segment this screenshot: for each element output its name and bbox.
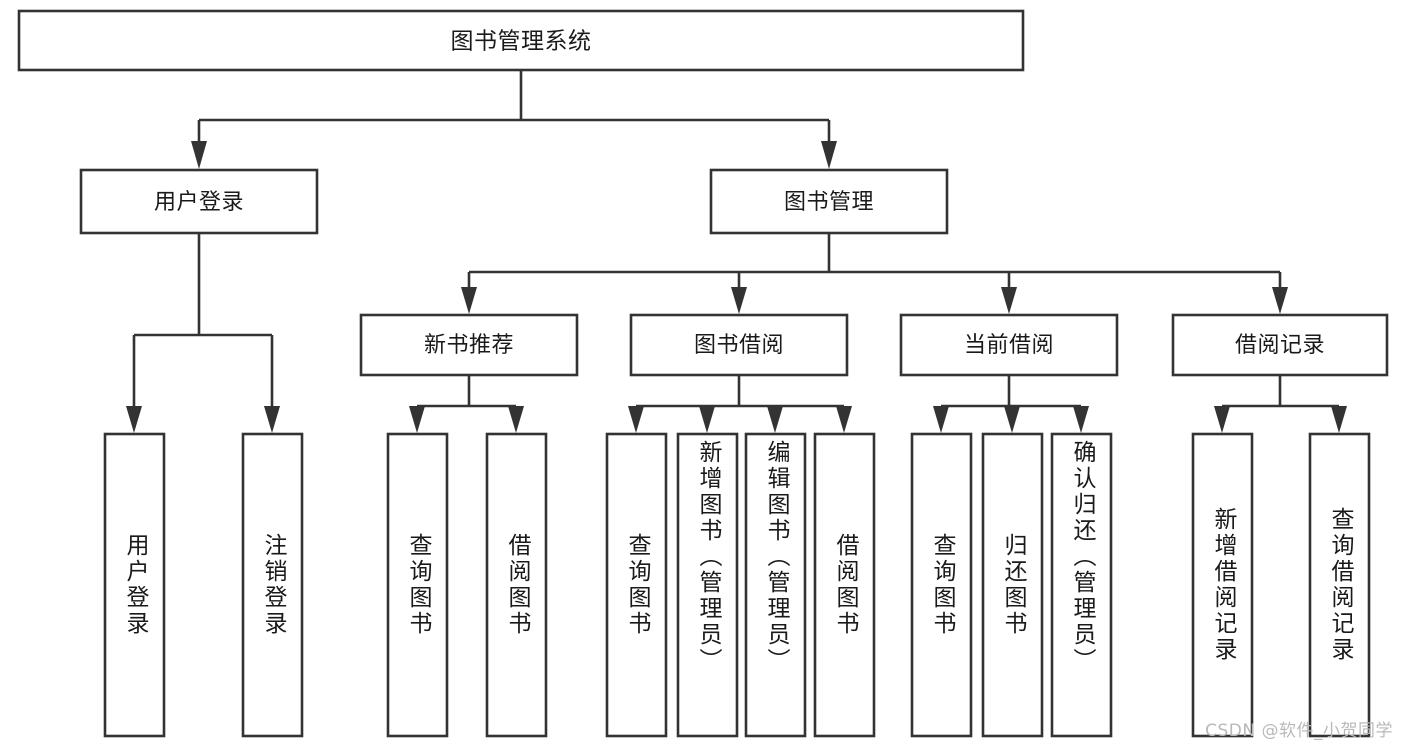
node-box-leaf-add-book[interactable] xyxy=(676,432,739,738)
arrow-to-book-manage xyxy=(821,141,837,169)
node-box-leaf-user-login[interactable] xyxy=(103,432,166,738)
node-box-new-book-rec[interactable] xyxy=(359,313,579,377)
node-label-borrow-record: 借阅记录 xyxy=(1235,333,1325,358)
node-box-root[interactable] xyxy=(17,9,1025,72)
arrow-to-leaf-borrow-book-2 xyxy=(836,406,852,433)
node-book-management-system[interactable]: 图书管理系统 xyxy=(17,9,1025,72)
node-book-manage[interactable]: 图书管理 xyxy=(709,168,949,235)
node-box-leaf-borrow-book-2[interactable] xyxy=(813,432,876,738)
arrow-to-leaf-query-book-3 xyxy=(933,406,949,433)
arrow-to-leaf-query-book-1 xyxy=(409,406,425,433)
node-box-leaf-logout[interactable] xyxy=(241,432,304,738)
arrow-to-leaf-borrow-book-1 xyxy=(508,406,524,433)
arrow-to-leaf-query-book-2 xyxy=(628,406,644,433)
node-box-leaf-query-book-1[interactable] xyxy=(386,432,449,738)
node-box-leaf-borrow-book-1[interactable] xyxy=(485,432,548,738)
node-label-new-book-rec: 新书推荐 xyxy=(424,333,514,358)
node-book-borrow[interactable]: 图书借阅 xyxy=(629,313,849,377)
arrow-to-leaf-query-record xyxy=(1331,406,1347,433)
node-label-user-login: 用户登录 xyxy=(154,190,244,215)
node-box-borrow-record[interactable] xyxy=(1171,313,1389,377)
nodes-layer: 图书管理系统 用户登录 图书管理 新书推荐 图书借阅 当前 xyxy=(17,9,1389,738)
node-label-root: 图书管理系统 xyxy=(451,29,592,55)
node-user-login[interactable]: 用户登录 xyxy=(79,168,319,235)
node-current-borrow[interactable]: 当前借阅 xyxy=(899,313,1119,377)
node-box-leaf-query-book-3[interactable] xyxy=(910,432,973,738)
node-box-book-borrow[interactable] xyxy=(629,313,849,377)
node-box-leaf-edit-book[interactable] xyxy=(744,432,807,738)
node-box-leaf-return-book[interactable] xyxy=(981,432,1044,738)
arrow-to-leaf-add-book xyxy=(699,406,715,433)
node-borrow-record[interactable]: 借阅记录 xyxy=(1171,313,1389,377)
arrow-to-leaf-logout xyxy=(264,406,280,433)
arrow-to-book-borrow xyxy=(731,287,747,314)
node-box-current-borrow[interactable] xyxy=(899,313,1119,377)
node-label-book-manage: 图书管理 xyxy=(784,190,874,215)
node-box-book-manage[interactable] xyxy=(709,168,949,235)
node-box-leaf-add-record[interactable] xyxy=(1191,432,1254,738)
arrow-to-user-login xyxy=(191,141,207,169)
node-box-leaf-confirm-return[interactable] xyxy=(1050,432,1113,738)
node-label-current-borrow: 当前借阅 xyxy=(964,333,1054,358)
connectors-layer xyxy=(126,70,1347,433)
arrow-to-leaf-user-login xyxy=(126,406,142,433)
node-label-book-borrow: 图书借阅 xyxy=(694,333,784,358)
node-box-user-login[interactable] xyxy=(79,168,319,235)
watermark-text: CSDN @软件_小贺同学 xyxy=(1205,721,1393,741)
arrow-to-borrow-record xyxy=(1272,287,1288,314)
node-new-book-rec[interactable]: 新书推荐 xyxy=(359,313,579,377)
arrow-to-current-borrow xyxy=(1001,287,1017,314)
node-box-leaf-query-book-2[interactable] xyxy=(605,432,668,738)
arrow-to-leaf-confirm-return xyxy=(1073,406,1089,433)
arrow-to-leaf-return-book xyxy=(1004,406,1020,433)
arrow-to-leaf-add-record xyxy=(1214,406,1230,433)
arrow-to-leaf-edit-book xyxy=(767,406,783,433)
arrow-to-new-book-rec xyxy=(461,287,477,314)
node-box-leaf-query-record[interactable] xyxy=(1308,432,1371,738)
